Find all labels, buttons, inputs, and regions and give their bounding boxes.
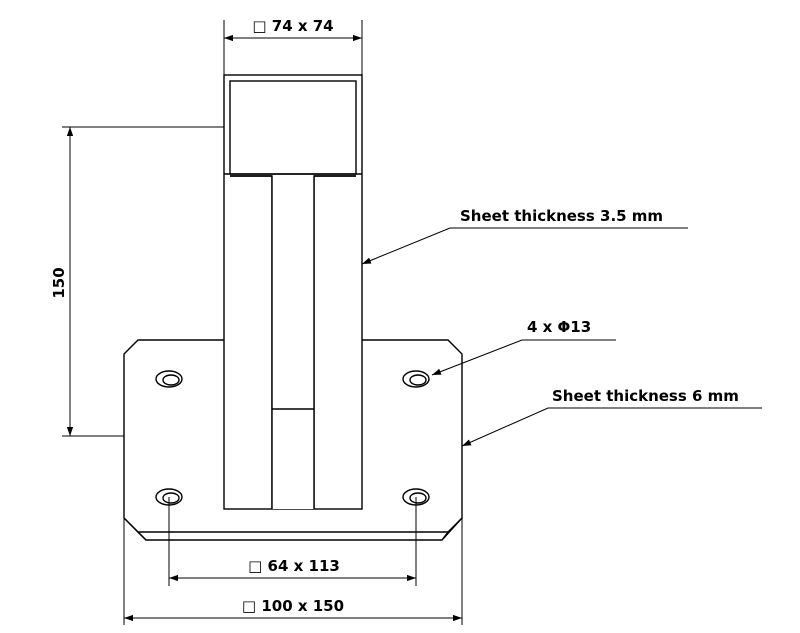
dimension-hole-spacing xyxy=(168,497,417,586)
dimension-base-size xyxy=(123,518,463,625)
base-plate xyxy=(123,339,463,541)
leader-holes xyxy=(431,339,616,376)
height-label: 150 xyxy=(50,267,68,298)
holes-label: 4 x Φ13 xyxy=(527,318,591,336)
post-tube xyxy=(223,74,363,510)
hole-top-left xyxy=(155,370,183,388)
tube-section-label: □ 74 x 74 xyxy=(252,17,333,35)
leader-post-sheet xyxy=(361,227,688,265)
post-sheet-thickness-label: Sheet thickness 3.5 mm xyxy=(460,207,663,225)
base-size-label: □ 100 x 150 xyxy=(242,597,344,615)
base-sheet-thickness-label: Sheet thickness 6 mm xyxy=(552,387,739,405)
dimension-height xyxy=(62,126,224,437)
dimension-tube-section xyxy=(223,20,363,75)
hole-spacing-label: □ 64 x 113 xyxy=(248,557,340,575)
leader-base-sheet xyxy=(461,407,762,447)
mounting-holes xyxy=(155,370,430,506)
hole-top-right xyxy=(402,370,430,388)
